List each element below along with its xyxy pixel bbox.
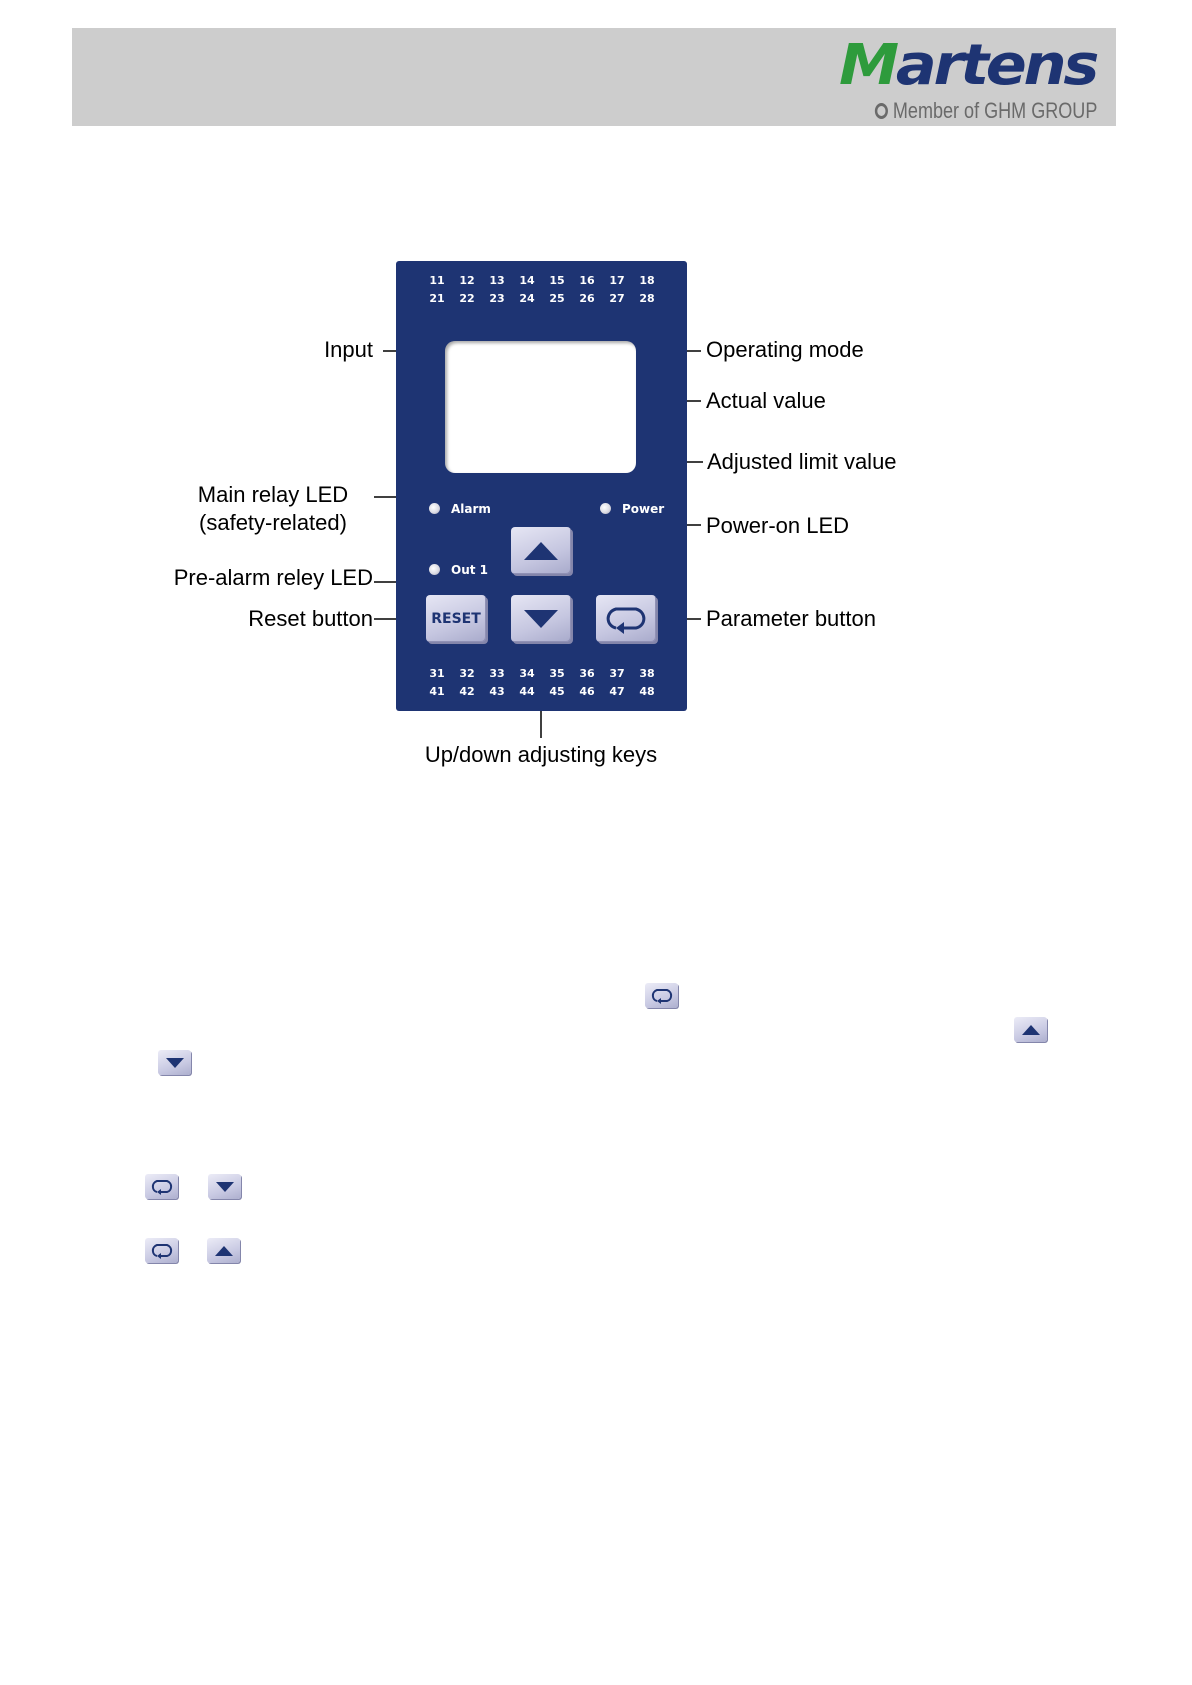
callout-power-on-led: Power-on LED [706, 513, 850, 538]
parameter-key-icon [145, 1174, 178, 1199]
parameter-key-icon [145, 1238, 178, 1263]
terminal-label: 46 [579, 685, 595, 698]
terminal-label: 27 [609, 292, 625, 305]
callout-parameter-button: Parameter button [706, 606, 876, 631]
callout-main-relay-led: Main relay LED (safety-related) [173, 482, 373, 536]
terminal-label: 26 [579, 292, 595, 305]
parameter-key-icon [645, 983, 678, 1008]
terminal-label: 42 [459, 685, 475, 698]
terminal-label: 33 [489, 667, 505, 680]
device-panel: 11 12 13 14 15 16 17 18 21 22 23 24 25 2… [396, 261, 687, 711]
parameter-key[interactable] [596, 595, 656, 642]
terminal-label: 13 [489, 274, 505, 287]
terminal-label: 21 [429, 292, 445, 305]
up-key[interactable] [511, 527, 571, 574]
callout-main-relay-led-line1: Main relay LED [197, 482, 349, 507]
terminal-label: 11 [429, 274, 445, 287]
terminal-label: 32 [459, 667, 475, 680]
power-led-label: Power [622, 502, 665, 516]
callout-main-relay-led-line2: (safety-related) [199, 510, 347, 535]
callout-pre-alarm-led: Pre-alarm reley LED [173, 565, 373, 590]
triangle-up-icon [524, 541, 558, 560]
terminal-label: 31 [429, 667, 445, 680]
lcd-display [445, 341, 636, 473]
alarm-led-label: Alarm [451, 502, 491, 516]
callout-input: Input [324, 337, 373, 362]
terminal-label: 24 [519, 292, 535, 305]
down-key-icon [158, 1050, 191, 1075]
terminal-label: 16 [579, 274, 595, 287]
terminal-label: 25 [549, 292, 565, 305]
ghm-ring-icon [874, 103, 888, 119]
terminal-row-top-2: 21 22 23 24 25 26 27 28 [396, 292, 687, 305]
terminal-label: 37 [609, 667, 625, 680]
terminal-label: 44 [519, 685, 535, 698]
terminal-label: 41 [429, 685, 445, 698]
alarm-led [429, 503, 440, 514]
power-led [600, 503, 611, 514]
callout-actual-value: Actual value [706, 388, 826, 413]
down-key-icon [208, 1174, 241, 1199]
callout-adjusted-limit-value: Adjusted limit value [707, 449, 897, 474]
terminal-label: 14 [519, 274, 535, 287]
terminal-label: 47 [609, 685, 625, 698]
terminal-label: 36 [579, 667, 595, 680]
down-key[interactable] [511, 595, 571, 642]
reset-key-label: RESET [431, 610, 481, 627]
callout-operating-mode: Operating mode [706, 337, 864, 362]
terminal-row-bottom-1: 31 32 33 34 35 36 37 38 [396, 667, 687, 680]
terminal-label: 28 [639, 292, 655, 305]
out1-led [429, 564, 440, 575]
terminal-label: 43 [489, 685, 505, 698]
up-key-icon [207, 1238, 240, 1263]
martens-logo: Martens [838, 33, 1099, 98]
callout-up-down-keys: Up/down adjusting keys [424, 742, 658, 767]
terminal-label: 48 [639, 685, 655, 698]
terminal-label: 22 [459, 292, 475, 305]
terminal-label: 35 [549, 667, 565, 680]
logo-tagline: Member of GHM GROUP [874, 98, 1097, 124]
terminal-row-top-1: 11 12 13 14 15 16 17 18 [396, 274, 687, 287]
reset-key[interactable]: RESET [426, 595, 486, 642]
terminal-label: 38 [639, 667, 655, 680]
parameter-loop-icon [606, 607, 646, 634]
callout-reset-button: Reset button [248, 606, 373, 631]
terminal-label: 12 [459, 274, 475, 287]
up-key-icon [1014, 1017, 1047, 1042]
terminal-row-bottom-2: 41 42 43 44 45 46 47 48 [396, 685, 687, 698]
out1-led-label: Out 1 [451, 563, 489, 577]
terminal-label: 18 [639, 274, 655, 287]
terminal-label: 34 [519, 667, 535, 680]
terminal-label: 17 [609, 274, 625, 287]
header-band: Martens Member of GHM GROUP [72, 28, 1116, 126]
terminal-label: 45 [549, 685, 565, 698]
triangle-down-icon [524, 609, 558, 628]
terminal-label: 23 [489, 292, 505, 305]
terminal-label: 15 [549, 274, 565, 287]
